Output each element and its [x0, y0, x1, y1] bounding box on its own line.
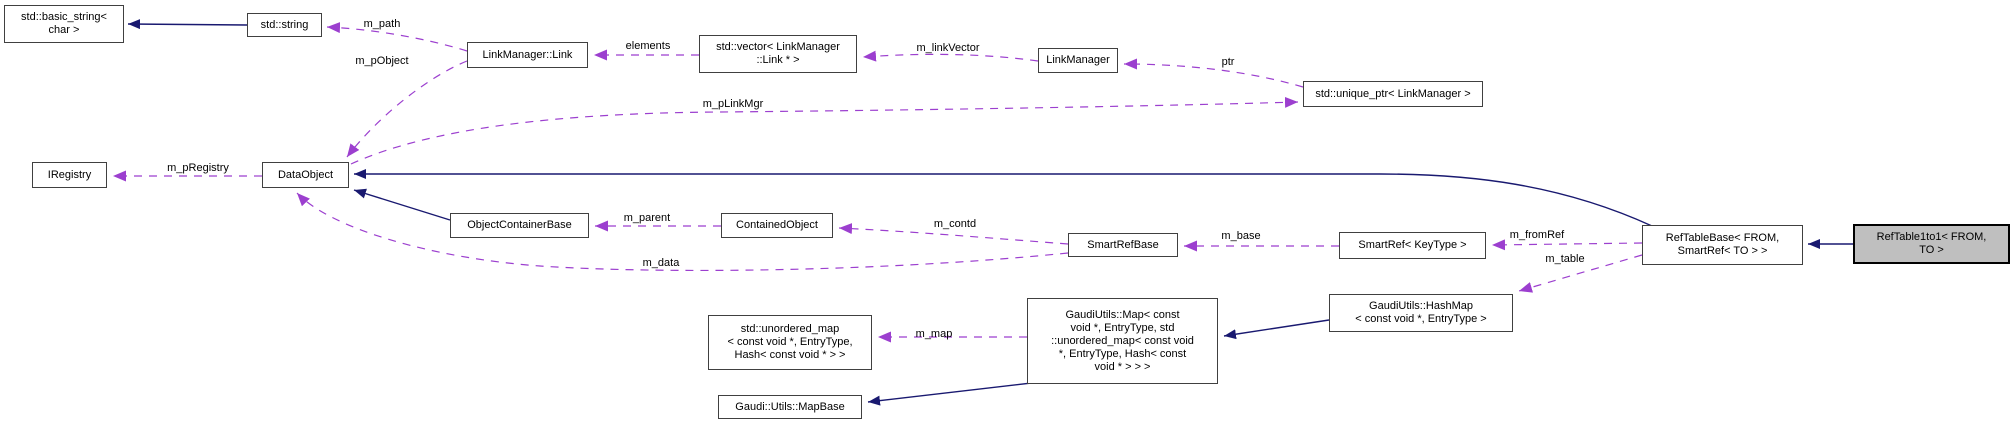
node-smartref-keytype[interactable]: SmartRef< KeyType >	[1339, 232, 1486, 259]
edge-label-m-map: m_map	[915, 328, 953, 340]
node-std-vector-linkmanager-link[interactable]: std::vector< LinkManager ::Link * >	[699, 35, 857, 73]
node-label: LinkManager::Link	[482, 48, 573, 61]
node-label: *, EntryType, Hash< const	[1058, 347, 1187, 360]
node-gaudi-utils-mapbase[interactable]: Gaudi::Utils::MapBase	[718, 395, 862, 419]
node-label: Hash< const void * > >	[734, 349, 846, 361]
edge-label-m-parent: m_parent	[623, 212, 671, 224]
node-objectcontainerbase[interactable]: ObjectContainerBase	[450, 213, 589, 238]
edge-use-m-path	[326, 22, 468, 52]
node-label: RefTableBase< FROM,	[1665, 232, 1780, 244]
node-label: SmartRef< TO > >	[1677, 245, 1768, 257]
node-containedobject[interactable]: ContainedObject	[721, 213, 833, 238]
node-gaudiutils-hashmap[interactable]: GaudiUtils::HashMap < const void *, Entr…	[1329, 294, 1513, 332]
edge-use-m-table	[1518, 254, 1643, 293]
node-label: TO >	[1919, 244, 1944, 256]
edge-inh-hashmap-map	[1223, 319, 1330, 340]
edge-label-m-pobject: m_pObject	[355, 55, 409, 67]
node-label: std::vector< LinkManager	[716, 41, 840, 53]
edge-use-m-linkvector	[862, 50, 1039, 62]
node-std-unordered-map[interactable]: std::unordered_map < const void *, Entry…	[708, 315, 872, 370]
node-linkmanager[interactable]: LinkManager	[1038, 48, 1118, 73]
node-label: GaudiUtils::HashMap	[1369, 300, 1473, 312]
node-label: IRegistry	[47, 168, 92, 181]
edge-use-ptr	[1123, 58, 1304, 88]
node-label: LinkManager	[1046, 54, 1110, 66]
edge-inh-reftablebase-dataobject	[354, 169, 1653, 227]
edge-use-m-data	[296, 192, 1069, 272]
node-label: Gaudi::Utils::MapBase	[735, 400, 845, 413]
node-label: < const void *, EntryType,	[727, 336, 853, 348]
node-smartrefbase[interactable]: SmartRefBase	[1068, 233, 1178, 257]
node-label: std::basic_string<	[21, 11, 107, 23]
edge-label-elements: elements	[625, 40, 671, 52]
edge-inh-map-mapbase	[867, 381, 1041, 406]
node-label: < const void *, EntryType >	[1355, 313, 1487, 325]
node-std-unique-ptr-linkmanager[interactable]: std::unique_ptr< LinkManager >	[1303, 81, 1483, 107]
edge-label-m-data: m_data	[642, 257, 680, 269]
node-label: ::unordered_map< const void	[1051, 334, 1194, 347]
node-reftable1to1-current: RefTable1to1< FROM, TO >	[1853, 224, 2010, 264]
node-reftablebase[interactable]: RefTableBase< FROM, SmartRef< TO > >	[1642, 225, 1803, 265]
node-iregistry[interactable]: IRegistry	[32, 162, 107, 188]
node-label: GaudiUtils::Map< const	[1065, 308, 1180, 321]
node-label: std::unique_ptr< LinkManager >	[1315, 87, 1471, 100]
node-label: ::Link * >	[756, 54, 800, 66]
edge-use-m-fromref	[1491, 239, 1643, 251]
node-gaudiutils-map[interactable]: GaudiUtils::Map< const void *, EntryType…	[1027, 298, 1218, 384]
node-linkmanager-link[interactable]: LinkManager::Link	[467, 42, 588, 68]
edge-use-m-plinkmgr	[350, 96, 1299, 165]
node-label: ContainedObject	[736, 219, 818, 231]
edge-label-m-base: m_base	[1221, 230, 1261, 242]
node-std-basic-string[interactable]: std::basic_string< char >	[4, 5, 124, 43]
node-label: std::unordered_map	[740, 323, 840, 335]
node-label: void * > > >	[1094, 360, 1151, 373]
node-label: void *, EntryType, std	[1070, 321, 1175, 334]
node-label: SmartRef< KeyType >	[1358, 239, 1467, 251]
node-label: char >	[48, 24, 80, 36]
node-label: ObjectContainerBase	[467, 219, 572, 231]
edge-inh-objectcontainerbase-dataobject	[353, 188, 451, 221]
edge-label-ptr: ptr	[1221, 56, 1235, 68]
edge-label-m-fromref: m_fromRef	[1509, 229, 1565, 241]
edge-label-m-contd: m_contd	[933, 218, 977, 230]
edge-label-m-plinkmgr: m_pLinkMgr	[702, 98, 764, 110]
node-label: std::string	[260, 18, 309, 31]
edge-use-m-pobject	[346, 60, 468, 158]
node-label: DataObject	[277, 168, 334, 181]
edge-label-m-table: m_table	[1545, 253, 1585, 265]
edge-use-m-contd	[838, 223, 1069, 245]
node-label: RefTable1to1< FROM,	[1876, 231, 1987, 243]
edge-label-m-path: m_path	[363, 18, 401, 30]
edge-inh-string-basicstring	[127, 19, 248, 30]
node-label: SmartRefBase	[1087, 238, 1159, 251]
node-std-string[interactable]: std::string	[247, 13, 322, 37]
edge-label-m-pregistry: m_pRegistry	[167, 162, 229, 174]
node-dataobject[interactable]: DataObject	[262, 162, 349, 188]
edge-label-m-linkvector: m_linkVector	[916, 42, 980, 54]
